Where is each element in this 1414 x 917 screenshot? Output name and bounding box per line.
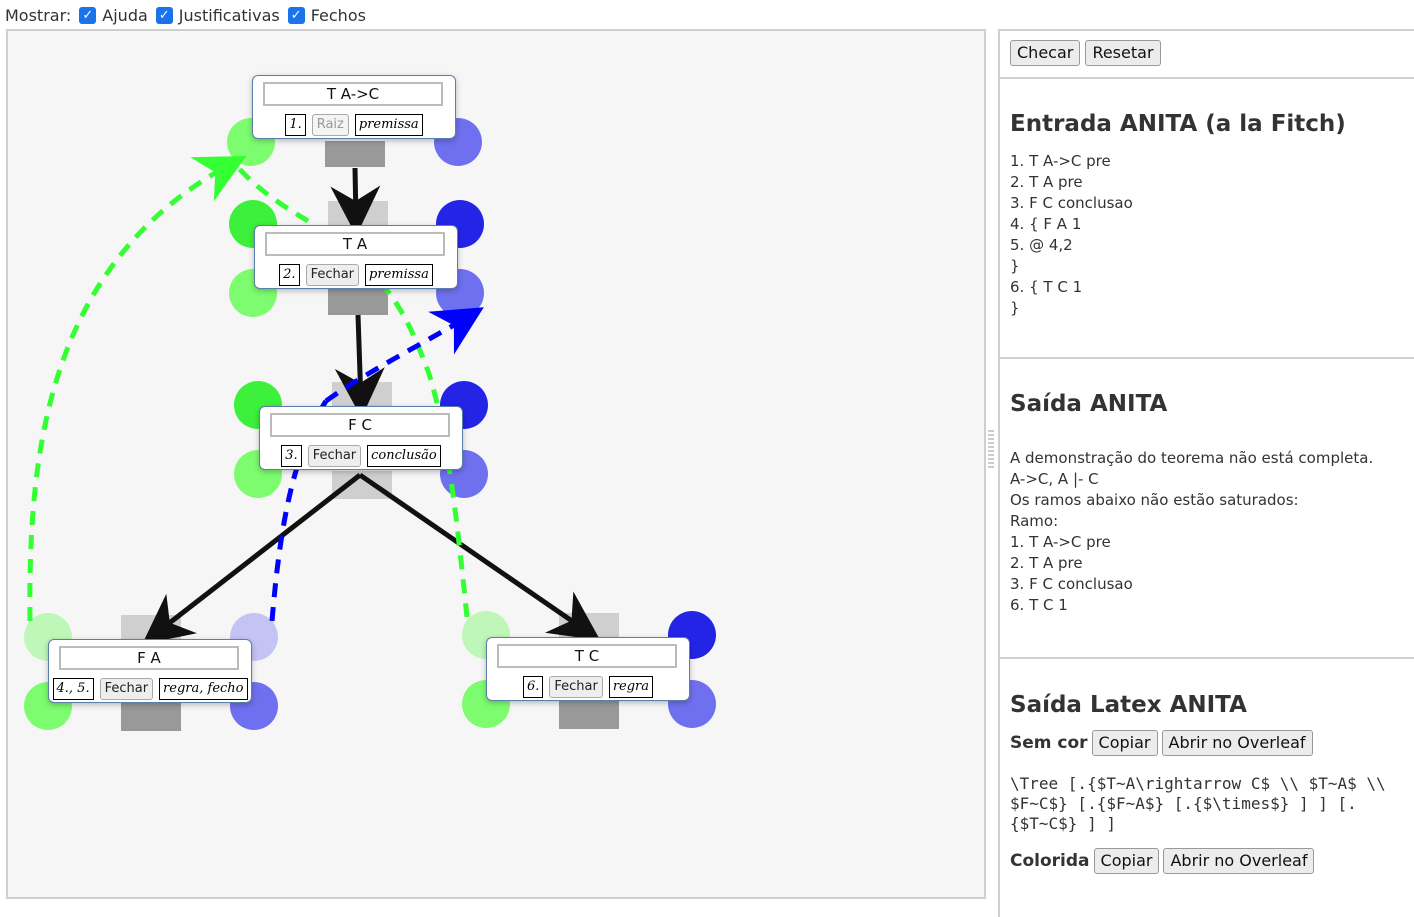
- checkmark-icon[interactable]: ✓: [287, 6, 305, 24]
- justification-label[interactable]: conclusão: [367, 445, 441, 467]
- justification-label[interactable]: regra, fecho: [159, 678, 248, 700]
- formula-input[interactable]: F C: [270, 413, 450, 437]
- pane-splitter-handle[interactable]: [988, 430, 994, 470]
- formula-input[interactable]: F A: [59, 646, 239, 670]
- plain-latex-label: Sem cor: [1010, 733, 1088, 753]
- copy-plain-button[interactable]: Copiar: [1091, 730, 1158, 756]
- output-panel-title: Saída ANITA: [1010, 391, 1168, 417]
- anita-input-text[interactable]: 1. T A->C pre 2. T A pre 3. F C conclusa…: [1010, 152, 1133, 317]
- input-panel-title: Entrada ANITA (a la Fitch): [1010, 111, 1346, 137]
- node-index: 6.: [522, 676, 544, 698]
- checkbox-ajuda[interactable]: ✓ Ajuda: [79, 6, 148, 25]
- checkbox-fechos[interactable]: ✓ Fechos: [287, 5, 366, 25]
- tree-node-4[interactable]: F A 4., 5. Fechar regra, fecho: [48, 639, 252, 703]
- justification-label[interactable]: premissa: [354, 114, 423, 136]
- node-index: 2.: [279, 264, 300, 286]
- formula-input[interactable]: T A: [265, 232, 445, 256]
- close-branch-button[interactable]: Fechar: [549, 676, 603, 698]
- checkmark-icon[interactable]: ✓: [79, 6, 97, 24]
- root-button: Raiz: [311, 114, 349, 136]
- latex-code-plain: \Tree [.{$T~A\rightarrow C$ \\ $T~A$ \\ …: [1010, 774, 1396, 833]
- node-index: 1.: [285, 114, 306, 136]
- reset-button[interactable]: Resetar: [1085, 40, 1161, 66]
- close-branch-button[interactable]: Fechar: [99, 678, 154, 700]
- anita-input-panel: Entrada ANITA (a la Fitch) 1. T A->C pre…: [998, 77, 1414, 359]
- anita-output-panel: Saída ANITA A demonstração do teorema nã…: [998, 357, 1414, 659]
- node-index: 3.: [281, 445, 302, 467]
- colored-latex-label: Colorida: [1010, 851, 1090, 871]
- open-overleaf-colored-button[interactable]: Abrir no Overleaf: [1163, 848, 1315, 874]
- tree-node-1[interactable]: T A->C 1. Raiz premissa: [252, 75, 456, 139]
- close-branch-button[interactable]: Fechar: [307, 445, 362, 467]
- check-button[interactable]: Checar: [1010, 40, 1081, 66]
- node-index: 4., 5.: [52, 678, 94, 700]
- toolbar-panel: Checar Resetar: [998, 29, 1414, 79]
- anita-output-text: A demonstração do teorema não está compl…: [1010, 449, 1374, 614]
- checkbox-fechos-label: Fechos: [310, 5, 366, 25]
- checkbox-justificativas[interactable]: ✓ Justificativas: [155, 5, 280, 25]
- show-label: Mostrar:: [5, 5, 72, 25]
- justification-label[interactable]: premissa: [365, 264, 433, 286]
- tree-node-3[interactable]: F C 3. Fechar conclusão: [259, 406, 463, 470]
- tree-node-2[interactable]: T A 2. Fechar premissa: [254, 225, 458, 289]
- checkbox-ajuda-label: Ajuda: [102, 5, 148, 25]
- copy-colored-button[interactable]: Copiar: [1093, 848, 1160, 874]
- checkmark-icon[interactable]: ✓: [155, 6, 173, 24]
- formula-input[interactable]: T A->C: [263, 82, 443, 106]
- close-branch-button[interactable]: Fechar: [305, 264, 360, 286]
- tree-canvas[interactable]: T A->C 1. Raiz premissa T A 2. Fechar pr…: [6, 29, 986, 899]
- checkbox-justificativas-label: Justificativas: [178, 5, 280, 25]
- display-options-bar: Mostrar: ✓ Ajuda ✓ Justificativas ✓ Fech…: [5, 4, 374, 26]
- formula-input[interactable]: T C: [497, 644, 677, 668]
- open-overleaf-plain-button[interactable]: Abrir no Overleaf: [1161, 730, 1313, 756]
- connection-dots: [24, 118, 716, 730]
- justification-label[interactable]: regra: [608, 676, 654, 698]
- tree-node-5[interactable]: T C 6. Fechar regra: [486, 637, 690, 701]
- tree-edges: [142, 167, 601, 645]
- latex-panel-title: Saída Latex ANITA: [1010, 692, 1247, 718]
- tree-edges-layer: [24, 118, 716, 731]
- right-sidebar: Checar Resetar Entrada ANITA (a la Fitch…: [998, 29, 1414, 917]
- latex-output-panel: Saída Latex ANITA Sem cor Copiar Abrir n…: [998, 657, 1414, 917]
